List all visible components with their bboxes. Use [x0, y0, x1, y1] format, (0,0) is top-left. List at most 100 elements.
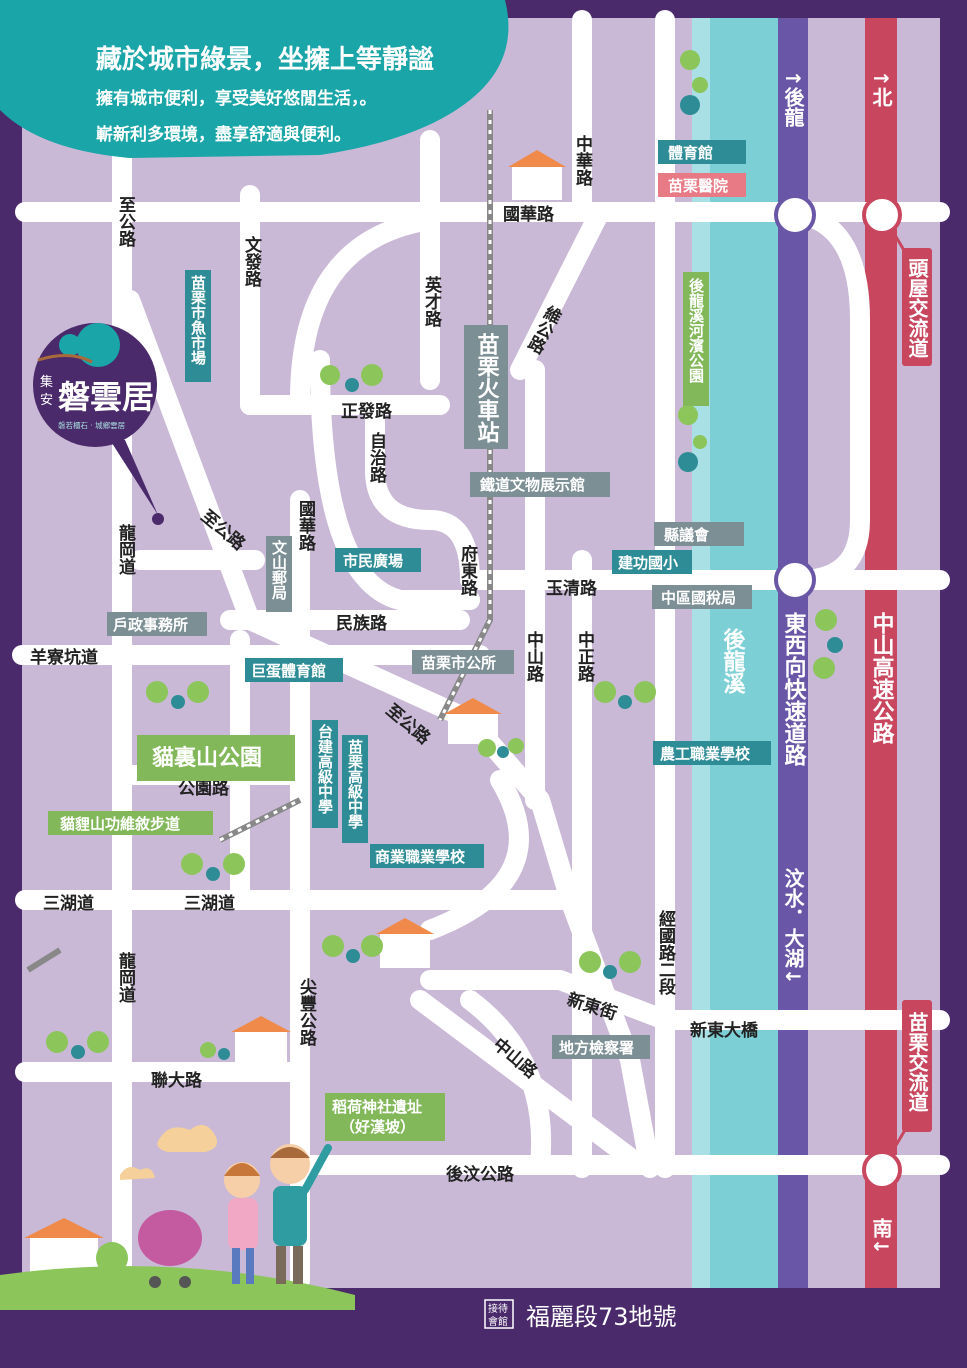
place-label: 農工職業學校 — [660, 745, 751, 763]
banner-bubble — [0, 0, 509, 158]
river-label: 後龍溪 — [720, 627, 746, 695]
place-label: 地方檢察署 — [559, 1039, 634, 1057]
road-label: 文發路 — [241, 235, 263, 288]
place-label: 文山郵局 — [270, 539, 288, 601]
place-badge — [335, 548, 421, 572]
interchange-north-label: 頭屋交流道 — [905, 258, 929, 358]
place-label: 戶政事務所 — [113, 616, 188, 634]
place-label: 苗栗高級中學 — [346, 738, 364, 830]
footer-address: 福麗段73地號 — [526, 1303, 677, 1331]
road-label: 三湖道 — [43, 893, 94, 914]
interchange-north-badge — [902, 248, 932, 366]
road-label: 經國路二段 — [655, 909, 676, 996]
place-badge — [412, 650, 514, 674]
road-label: 自治路 — [366, 431, 387, 484]
place-badge — [312, 720, 338, 828]
banner-headline: 藏於城市綠景，坐擁上等靜謐 — [96, 44, 434, 75]
footer-badge — [484, 1299, 514, 1329]
brand-prefix-bottom: 安 — [40, 393, 53, 408]
place-label: 苗栗市魚市場 — [189, 274, 207, 366]
park-badge — [137, 735, 295, 781]
place-label: 中區國稅局 — [661, 589, 736, 607]
interchange-circle — [862, 1150, 902, 1190]
place-badge — [185, 270, 211, 382]
brand-name: 磐雲居 — [58, 378, 154, 416]
tree-icon — [46, 50, 843, 1274]
place-badge — [683, 272, 709, 406]
place-label: 後龍溪河濱公園 — [687, 277, 705, 384]
road-label: 羊寮坑道 — [30, 647, 98, 668]
brand-prefix-top: 集 — [40, 374, 53, 390]
expressway-name: 東西向快速道路 — [781, 612, 807, 766]
place-label: 鐵道文物展示館 — [480, 476, 585, 494]
place-label: 體育館 — [668, 144, 713, 162]
place-badge — [107, 612, 207, 636]
place-label: 巨蛋體育館 — [251, 662, 326, 680]
place-badge — [342, 735, 368, 843]
place-label: 苗栗醫院 — [668, 177, 728, 195]
place-badge — [266, 536, 292, 612]
road-label: 新東大橋 — [690, 1020, 759, 1041]
place-badge — [48, 811, 213, 835]
place-badge — [652, 585, 752, 609]
expressway-bottom-label: 汶水．大湖↓ — [781, 867, 805, 985]
interchange-circle — [774, 559, 816, 601]
interchange-circle — [774, 194, 816, 236]
place-badge — [612, 550, 692, 574]
family-illustration — [0, 1125, 355, 1310]
road-label: 三湖道 — [184, 893, 235, 914]
expressway-top-label: ↑後龍 — [781, 70, 805, 127]
road-label: 中正路 — [574, 630, 595, 683]
interchange-south-label: 苗栗交流道 — [905, 1011, 929, 1112]
station-badge — [464, 325, 508, 449]
banner-line1: 擁有城市便利，享受美好悠閒生活，。 — [96, 88, 377, 109]
footer-badge-bottom: 會館 — [488, 1315, 508, 1328]
road-label: 府東路 — [457, 544, 478, 597]
freeway-bottom-label: 南↓ — [869, 1218, 893, 1255]
brand-tagline: 磐若櫃石 · 城鄉雲居 — [58, 420, 126, 430]
place-label: 商業職業學校 — [375, 848, 466, 866]
place-badge — [653, 741, 771, 765]
place-label: 稻荷神社遺址 — [332, 1098, 422, 1116]
place-badge — [658, 173, 746, 197]
place-label: 苗栗市公所 — [421, 654, 496, 672]
road-label: 國華路 — [503, 204, 555, 225]
place-badge — [658, 140, 746, 164]
place-label: 台建高級中學 — [316, 723, 334, 815]
freeway-name: 中山高速公路 — [869, 612, 895, 744]
banner-line2: 嶄新利多環境，盡享舒適與便利。 — [96, 124, 351, 145]
road-label: 至公路 — [115, 196, 136, 248]
road-label: 龍岡道 — [115, 951, 136, 1003]
road-label: 玉清路 — [546, 578, 598, 599]
road-label: 公園路 — [178, 778, 230, 799]
park-label: 貓裏山公園 — [152, 745, 262, 771]
road-label: 尖豐公路 — [296, 977, 317, 1047]
place-label: 市民廣場 — [343, 552, 403, 570]
road-label: 中華路 — [572, 134, 593, 187]
place-badge — [552, 1035, 650, 1059]
freeway-top-label: ↑北 — [869, 70, 893, 107]
road-label: 聯大路 — [151, 1070, 203, 1091]
place-badge — [470, 472, 610, 497]
place-label: 建功國小 — [618, 554, 678, 572]
road-label: 後汶公路 — [446, 1164, 515, 1185]
footer-badge-top: 接待 — [488, 1302, 508, 1315]
place-label: （好漢坡） — [340, 1118, 415, 1136]
place-label: 貓貍山功維敘步道 — [60, 815, 180, 833]
road-label: 正發路 — [341, 401, 393, 422]
place-badge — [654, 522, 744, 546]
station-label: 苗栗火車站 — [474, 333, 500, 444]
brand-pin: 集 安 磐雲居 磐若櫃石 · 城鄉雲居 — [33, 323, 164, 525]
place-badge — [370, 844, 484, 868]
interchange-circle — [862, 195, 902, 235]
road-label: 中山路 — [523, 630, 544, 683]
road-label: 民族路 — [336, 613, 388, 634]
road-label: 龍岡道 — [115, 523, 136, 575]
road-label: 國華路 — [295, 500, 316, 552]
tree-icon — [76, 323, 120, 367]
road-label: 英才路 — [421, 275, 442, 328]
place-badge — [245, 658, 343, 682]
interchange-south-badge — [902, 1000, 932, 1132]
place-badge — [325, 1093, 445, 1141]
